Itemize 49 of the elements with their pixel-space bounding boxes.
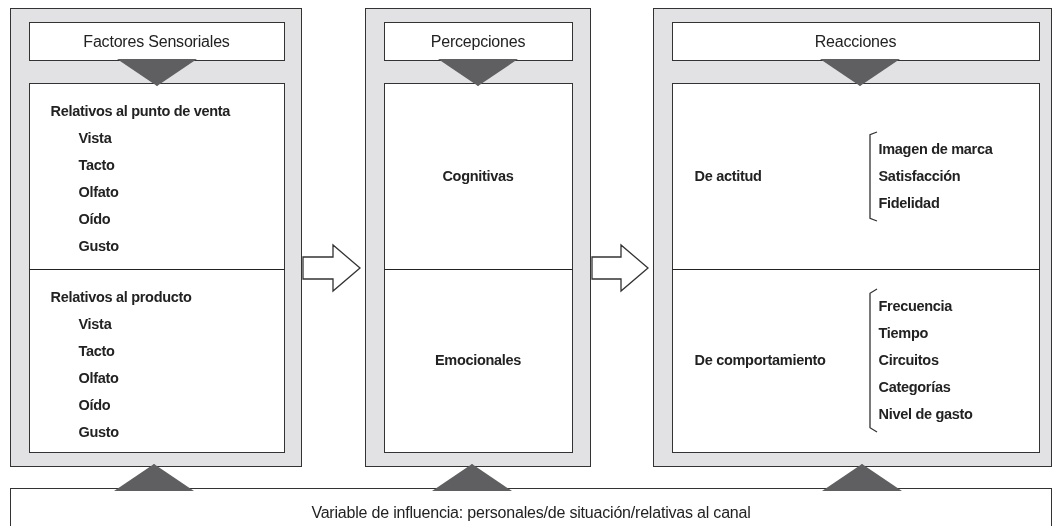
list-item: Nivel de gasto [878, 405, 973, 424]
list-item: Oído [77, 209, 112, 229]
triangle-arrow [438, 58, 518, 87]
header-title: Factores Sensoriales [83, 31, 230, 52]
list-box [28, 82, 285, 269]
list-item: Tacto [77, 155, 116, 175]
list-item: Oído [77, 395, 112, 415]
triangle-arrow [822, 463, 902, 492]
list-box [28, 268, 285, 453]
list-item: Fidelidad [878, 193, 941, 213]
header-box [671, 21, 1040, 61]
label-text: Relativos al producto [50, 287, 193, 307]
triangle-arrow [117, 58, 197, 87]
text-box [671, 268, 1040, 453]
list-item: Tacto [77, 341, 116, 361]
label-text: Emocionales [434, 351, 522, 370]
list-item: Vista [77, 128, 113, 148]
header-title: Reacciones [814, 31, 897, 52]
list-item: Tiempo [878, 324, 929, 343]
panel [10, 8, 302, 467]
band-box [10, 488, 1052, 526]
list-item: Gusto [77, 236, 120, 256]
label-text: De comportamiento [694, 351, 827, 370]
list-item: Circuitos [878, 351, 940, 370]
label-text: Relativos al punto de venta [50, 101, 232, 121]
triangle-arrow [432, 463, 512, 492]
header-title: Percepciones [430, 31, 526, 52]
list-item: Satisfacción [878, 166, 962, 186]
list-item: Gusto [77, 422, 120, 442]
label-text: De actitud [694, 166, 763, 186]
panel [365, 8, 591, 467]
text-box [383, 82, 573, 269]
triangle-arrow [114, 463, 194, 492]
list-item: Imagen de marca [878, 139, 993, 159]
list-item: Olfato [77, 182, 120, 202]
label-text: Cognitivas [442, 166, 514, 186]
list-item: Olfato [77, 368, 120, 388]
list-item: Frecuencia [878, 297, 954, 316]
band-text: Variable de influencia: personales/de situación/relativas al canal [311, 503, 751, 523]
panel [653, 8, 1052, 467]
block-arrow [302, 243, 361, 293]
triangle-arrow [820, 58, 900, 87]
block-arrow [591, 243, 649, 293]
text-box [383, 268, 573, 453]
text-box [671, 82, 1040, 269]
header-box [383, 21, 573, 61]
list-item: Vista [77, 314, 113, 334]
list-item: Categorías [878, 378, 952, 397]
header-box [28, 21, 285, 61]
